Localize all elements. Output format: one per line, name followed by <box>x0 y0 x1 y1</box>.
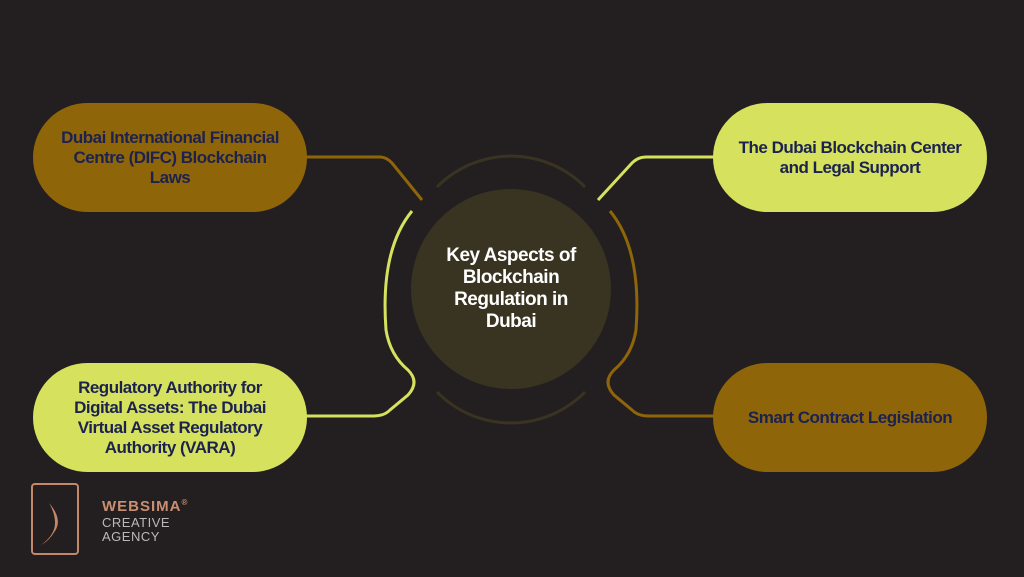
center-title: Key Aspects of Blockchain Regulation in … <box>446 245 576 332</box>
logo-name: WEBSIMA® <box>102 498 189 515</box>
bottom-arc <box>435 390 587 425</box>
logo-line1: CREATIVE <box>102 515 171 530</box>
node-label: Regulatory Authority for Digital Assets:… <box>74 377 266 457</box>
connector-top-right <box>596 155 720 202</box>
center-topic: Key Aspects of Blockchain Regulation in … <box>411 189 611 389</box>
node-label: Dubai International Financial Centre (DI… <box>61 127 279 187</box>
node-vara: Regulatory Authority for Digital Assets:… <box>33 363 307 472</box>
node-difc-laws: Dubai International Financial Centre (DI… <box>33 103 307 212</box>
connector-bottom-right <box>606 210 720 418</box>
node-label: Smart Contract Legislation <box>747 407 953 427</box>
node-label: The Dubai Blockchain Center and Legal Su… <box>738 137 962 177</box>
connector-top-left <box>300 155 424 201</box>
connector-bottom-left <box>300 210 416 418</box>
logo-icon <box>31 483 79 555</box>
node-smart-contract: Smart Contract Legislation <box>713 363 987 472</box>
node-blockchain-center: The Dubai Blockchain Center and Legal Su… <box>713 103 987 212</box>
top-arc <box>435 154 587 189</box>
logo-line2: AGENCY <box>102 529 160 544</box>
